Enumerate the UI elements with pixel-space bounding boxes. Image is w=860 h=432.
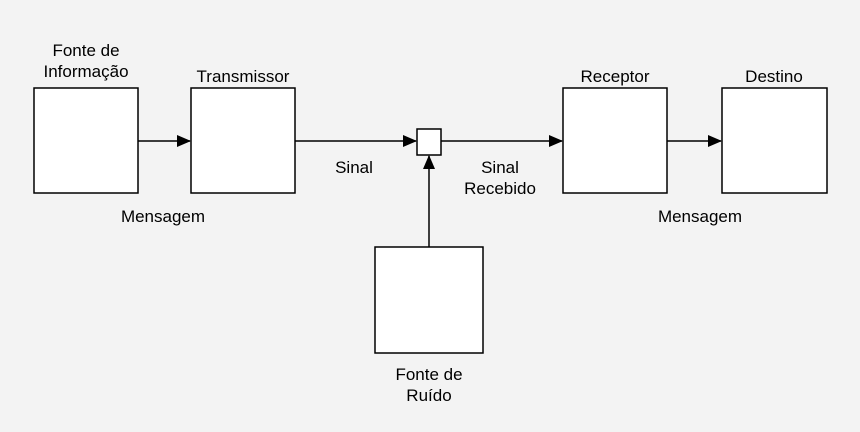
received-label-line2: Recebido <box>464 179 536 198</box>
received-label-line1: Sinal <box>481 158 519 177</box>
transmitter-label: Transmissor <box>196 67 290 86</box>
source-label: Fonte de Informação <box>43 40 128 82</box>
noise-label-line2: Ruído <box>406 386 452 405</box>
transmitter-box <box>190 87 296 194</box>
message-in-label: Mensagem <box>120 207 206 226</box>
noise-label-line1: Fonte de <box>395 365 463 384</box>
source-label-line2: Informação <box>43 62 129 81</box>
noise-source-box <box>374 246 484 354</box>
receiver-label: Receptor <box>580 67 650 86</box>
source-label-line1: Fonte de <box>52 41 120 60</box>
receiver-box <box>562 87 668 194</box>
signal-label: Sinal <box>335 158 373 177</box>
destination-box <box>721 87 828 194</box>
destination-label: Destino <box>745 67 803 86</box>
message-out-label: Mensagem <box>657 207 743 226</box>
mixer-box <box>416 128 442 156</box>
received-signal-label: Sinal Recebido <box>464 157 536 199</box>
source-box <box>33 87 139 194</box>
noise-source-label: Fonte de Ruído <box>395 364 462 406</box>
